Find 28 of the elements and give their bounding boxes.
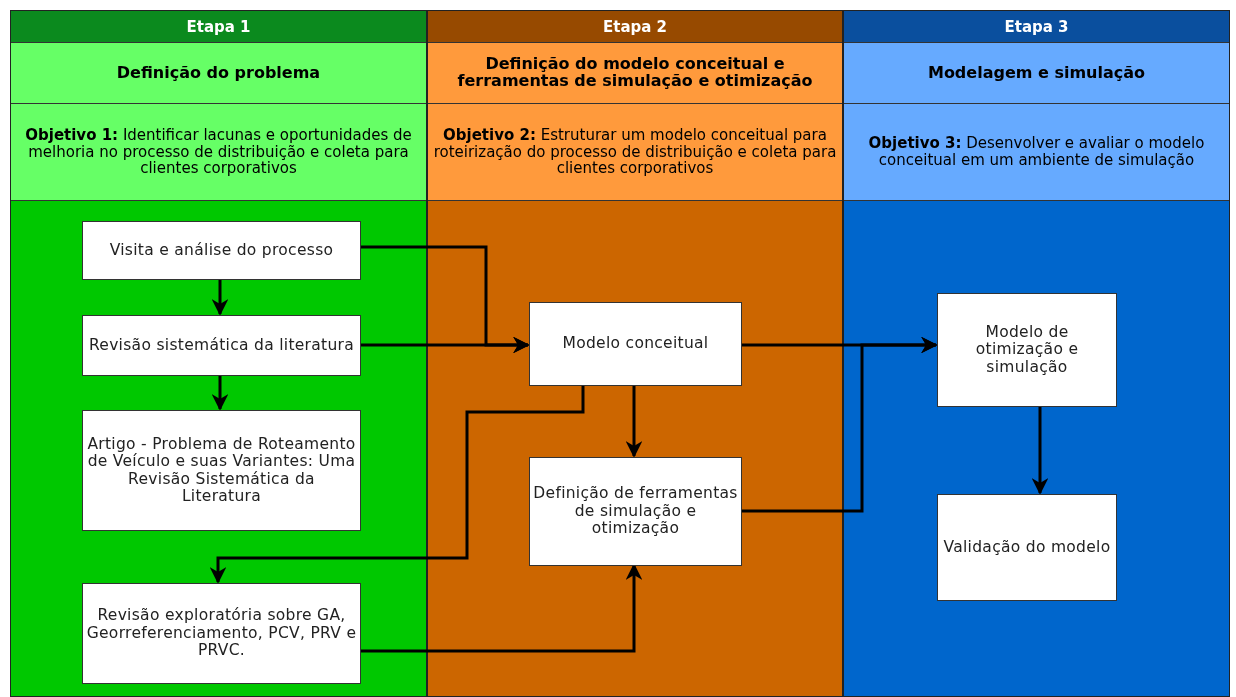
objective-text: Objetivo 3: Desenvolver e avaliar o modelo conceitual em um ambiente de simulação [844,104,1229,201]
arrow [209,385,585,584]
stage-header: Etapa 1 [11,11,426,43]
objective-text: Objetivo 2: Estruturar um modelo conceitual para roteirização do processo de distribuição e coleta para clientes corporativos [428,104,842,201]
process-box: Revisão sistemática da literatura [82,315,361,376]
arrow [741,336,938,513]
process-box: Artigo - Problema de Roteamento de Veículo e suas Variantes: Uma Revisão Sistemática da Literatura [82,410,361,531]
process-box: Visita e análise do processo [82,221,361,280]
process-box: Definição de ferramentas de simulação e otimização [529,457,742,566]
stage-title: Definição do problema [11,43,426,104]
process-box: Modelo conceitual [529,302,742,386]
arrow [360,563,643,653]
swimlane [427,10,843,697]
arrow [1031,406,1049,495]
stage-header: Etapa 2 [428,11,842,43]
arrow [625,385,643,458]
arrow [211,279,229,316]
arrow [211,375,229,411]
process-box: Modelo de otimização e simulação [937,293,1117,407]
swimlane [843,10,1230,697]
stage-title: Definição do modelo conceitual e ferramentas de simulação e otimização [428,43,842,104]
process-box: Validação do modelo [937,494,1117,601]
arrow [360,336,530,354]
swimlane [10,10,427,697]
stage-title: Modelagem e simulação [844,43,1229,104]
objective-text: Objetivo 1: Identificar lacunas e oportunidades de melhoria no processo de distribuição e coleta para clientes corporativos [11,104,426,201]
process-box: Revisão exploratória sobre GA, Georreferenciamento, PCV, PRV e PRVC. [82,583,361,684]
stage-header: Etapa 3 [844,11,1229,43]
